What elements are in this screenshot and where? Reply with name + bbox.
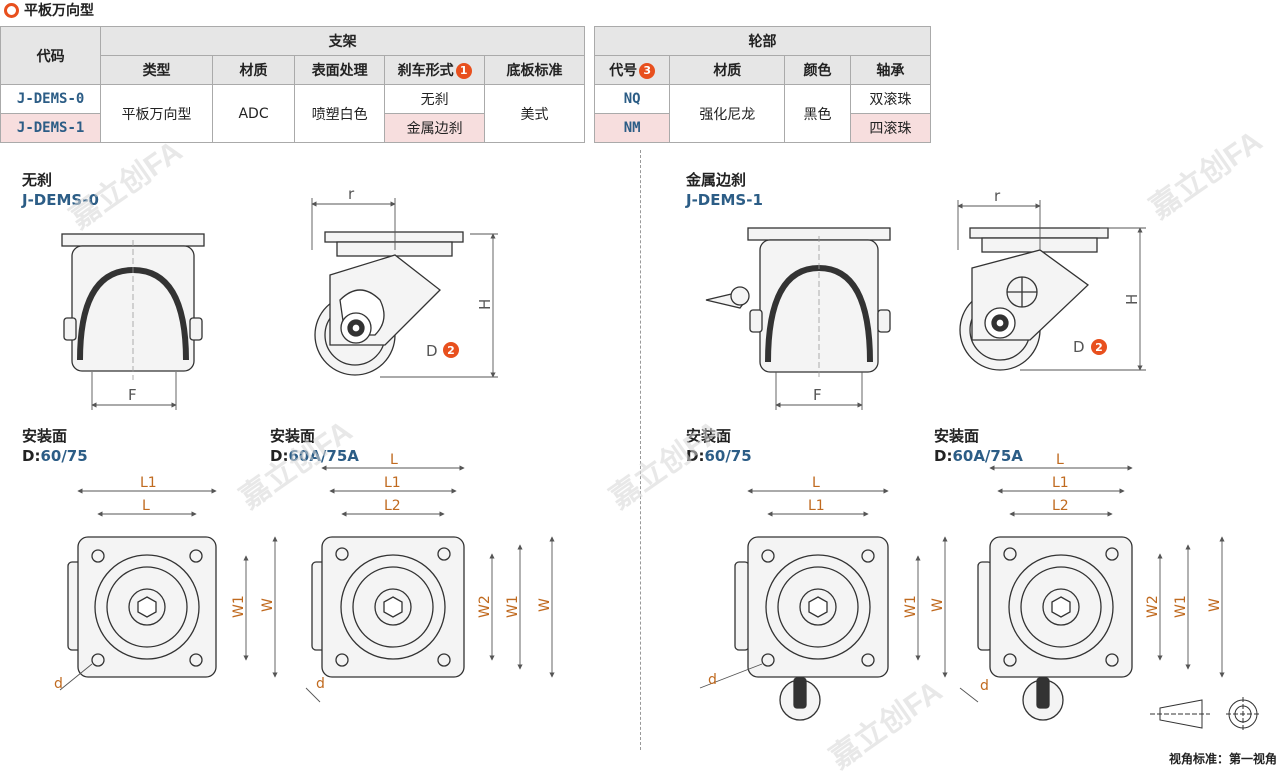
svg-text:L1: L1 bbox=[1052, 475, 1069, 491]
mount-plate-view-3 bbox=[734, 536, 889, 721]
svg-text:W1: W1 bbox=[231, 595, 247, 618]
dim-f: F bbox=[128, 386, 137, 404]
code-cell: J-DEMS-1 bbox=[0, 113, 102, 143]
projection-standard: 视角标准：第一视角 bbox=[1168, 752, 1277, 766]
caster-side-view-brake bbox=[959, 227, 1109, 371]
note-2-badge bbox=[443, 342, 459, 358]
mount-plate-view-2 bbox=[311, 536, 465, 678]
svg-text:d: d bbox=[54, 676, 63, 692]
dim-r: r bbox=[994, 187, 1001, 205]
svg-text:L1: L1 bbox=[140, 475, 157, 491]
svg-text:d: d bbox=[980, 678, 989, 694]
note-2-badge bbox=[1091, 339, 1107, 355]
svg-text:L2: L2 bbox=[1052, 498, 1069, 514]
dim-d: D bbox=[1073, 338, 1085, 356]
svg-text:d: d bbox=[316, 676, 325, 692]
dim-h: H bbox=[476, 299, 494, 310]
dim-r: r bbox=[348, 185, 355, 203]
svg-text:L: L bbox=[812, 475, 820, 491]
caster-front-view bbox=[61, 233, 205, 380]
svg-text:W: W bbox=[930, 598, 946, 612]
ring-icon bbox=[4, 2, 19, 18]
mount-plate-view-1 bbox=[67, 536, 217, 678]
svg-text:W: W bbox=[260, 598, 276, 612]
svg-text:W1: W1 bbox=[505, 595, 521, 618]
svg-text:L: L bbox=[1056, 452, 1064, 468]
divider bbox=[640, 150, 641, 750]
mount-plate-view-4 bbox=[977, 536, 1133, 721]
svg-text:W2: W2 bbox=[477, 595, 493, 618]
dim-f: F bbox=[813, 386, 822, 404]
svg-text:L: L bbox=[390, 452, 398, 468]
svg-text:W: W bbox=[537, 598, 553, 612]
svg-text:2: 2 bbox=[447, 344, 455, 357]
svg-text:L1: L1 bbox=[384, 475, 401, 491]
svg-text:W2: W2 bbox=[1145, 595, 1161, 618]
dim-d: D bbox=[426, 342, 438, 360]
caster-side-view bbox=[314, 231, 464, 376]
code-cell: J-DEMS-0 bbox=[0, 84, 102, 114]
svg-text:d: d bbox=[708, 672, 717, 688]
projection-symbol-icon bbox=[1150, 697, 1260, 731]
svg-text:2: 2 bbox=[1095, 341, 1103, 354]
svg-text:W1: W1 bbox=[903, 595, 919, 618]
svg-text:W: W bbox=[1207, 598, 1223, 612]
svg-text:L2: L2 bbox=[384, 498, 401, 514]
svg-text:W1: W1 bbox=[1173, 595, 1189, 618]
note-1-badge: 1 bbox=[455, 63, 472, 79]
caster-front-view-brake bbox=[705, 227, 891, 380]
svg-text:L: L bbox=[142, 498, 150, 514]
section-title: 平板万向型 bbox=[4, 0, 94, 20]
svg-text:L1: L1 bbox=[808, 498, 825, 514]
dim-h: H bbox=[1123, 294, 1141, 305]
note-3-badge: 3 bbox=[639, 63, 656, 79]
